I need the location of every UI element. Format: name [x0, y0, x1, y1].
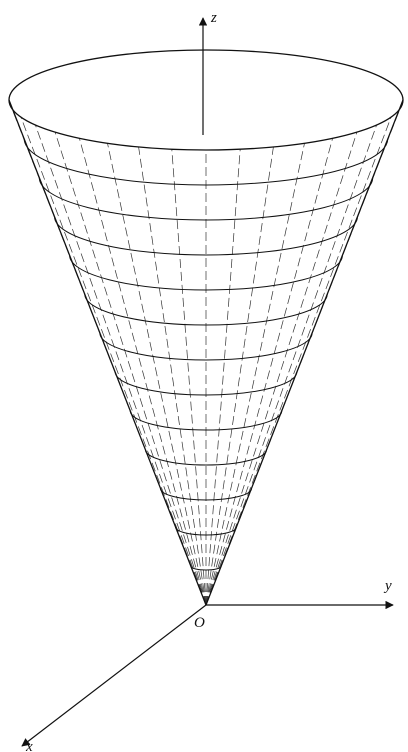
cone-generator-line	[35, 124, 207, 606]
cone-generator-line	[205, 149, 241, 606]
cone-top-rim	[8, 49, 404, 151]
x-axis-label: x	[25, 739, 33, 752]
cone-level-circle	[69, 255, 343, 291]
cone-level-circle	[23, 138, 389, 186]
cone-generator-line	[20, 116, 207, 606]
cone-generator-line	[138, 146, 207, 606]
cone-generator-line	[171, 149, 207, 606]
x-axis	[21, 604, 207, 747]
cone-level-circle	[144, 449, 268, 466]
cone-right-edge	[205, 99, 404, 606]
cone-generator-line	[107, 143, 207, 606]
cone-generator-line	[205, 124, 377, 606]
cone-level-circle	[175, 527, 237, 536]
origin-label: O	[194, 615, 205, 631]
cone-generator-line	[54, 131, 207, 606]
cone-level-circle	[129, 410, 283, 431]
cone-generator-line	[205, 116, 392, 606]
cone-generator-line	[79, 138, 207, 606]
cone-generator-line	[205, 146, 274, 606]
cone-generator-line	[205, 131, 358, 606]
cone-left-edge	[8, 99, 207, 606]
cone-level-circle	[38, 177, 374, 221]
cone-level-circle	[114, 371, 298, 396]
cone-generator-line	[205, 143, 305, 606]
cone-level-circle	[99, 333, 313, 361]
cone-mesh	[8, 49, 404, 606]
cone-level-circle	[160, 488, 252, 501]
cone-level-circle	[54, 216, 358, 256]
z-axis-label: z	[210, 10, 217, 26]
cone-level-circle	[84, 294, 328, 326]
cone-generator-line	[205, 138, 333, 606]
y-axis-label: y	[383, 578, 392, 594]
